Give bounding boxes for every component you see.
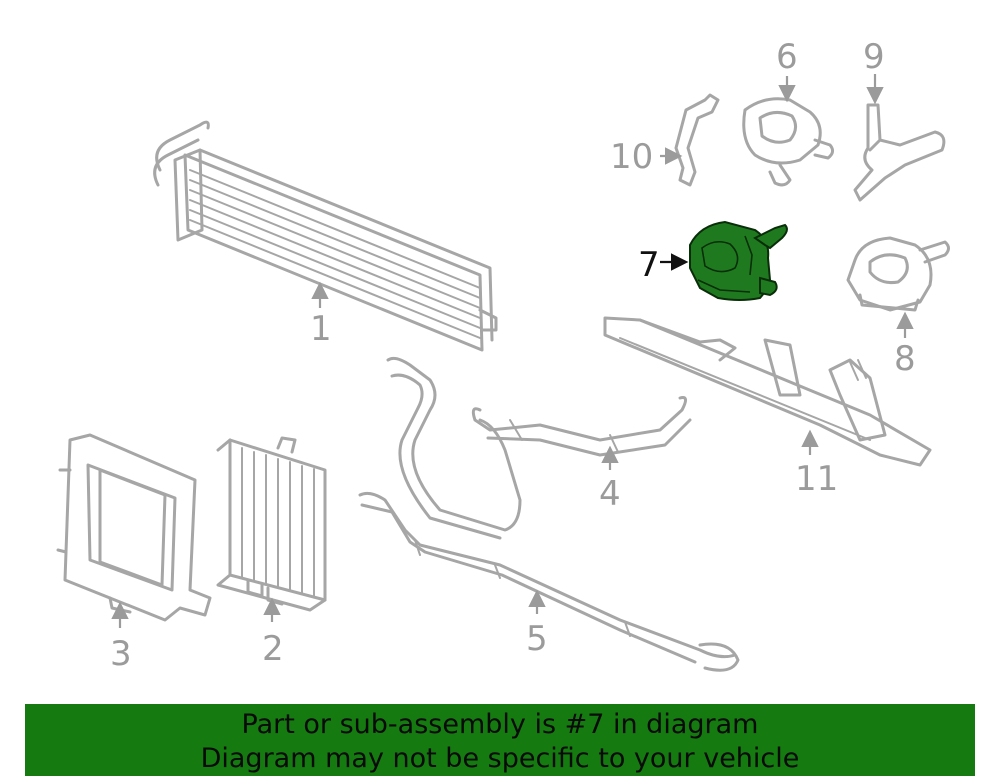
part-6-pump [742, 97, 835, 187]
part-2-small-radiator [216, 436, 327, 612]
part-8-pump [846, 236, 950, 312]
callout-5: 5 [526, 619, 548, 659]
part-5-tube [358, 491, 740, 672]
info-banner: Part or sub-assembly is #7 in diagram Di… [25, 704, 975, 776]
callout-2: 2 [262, 629, 284, 669]
banner-line-1: Part or sub-assembly is #7 in diagram [241, 709, 759, 740]
callout-3: 3 [110, 634, 132, 674]
callout-1: 1 [310, 309, 332, 349]
banner-line-2: Diagram may not be specific to your vehi… [200, 743, 800, 774]
callout-8: 8 [894, 339, 916, 379]
part-7-pump-highlighted [689, 220, 788, 301]
part-10-bracket [674, 93, 720, 187]
part-11-crossmember [603, 316, 932, 467]
callout-6: 6 [776, 37, 798, 77]
callout-7: 7 [638, 245, 660, 285]
callout-9: 9 [863, 37, 885, 77]
part-9-bracket [853, 103, 946, 202]
part-1-cooler [153, 120, 498, 352]
part-3-shroud [56, 433, 212, 622]
part-4-hose [386, 356, 692, 540]
callout-4: 4 [599, 474, 621, 514]
callout-10: 10 [610, 137, 653, 177]
parts-diagram: 1 2 3 4 5 6 7 8 9 10 11 [56, 37, 950, 674]
callout-leaders [111, 74, 914, 628]
callout-11: 11 [795, 459, 838, 499]
